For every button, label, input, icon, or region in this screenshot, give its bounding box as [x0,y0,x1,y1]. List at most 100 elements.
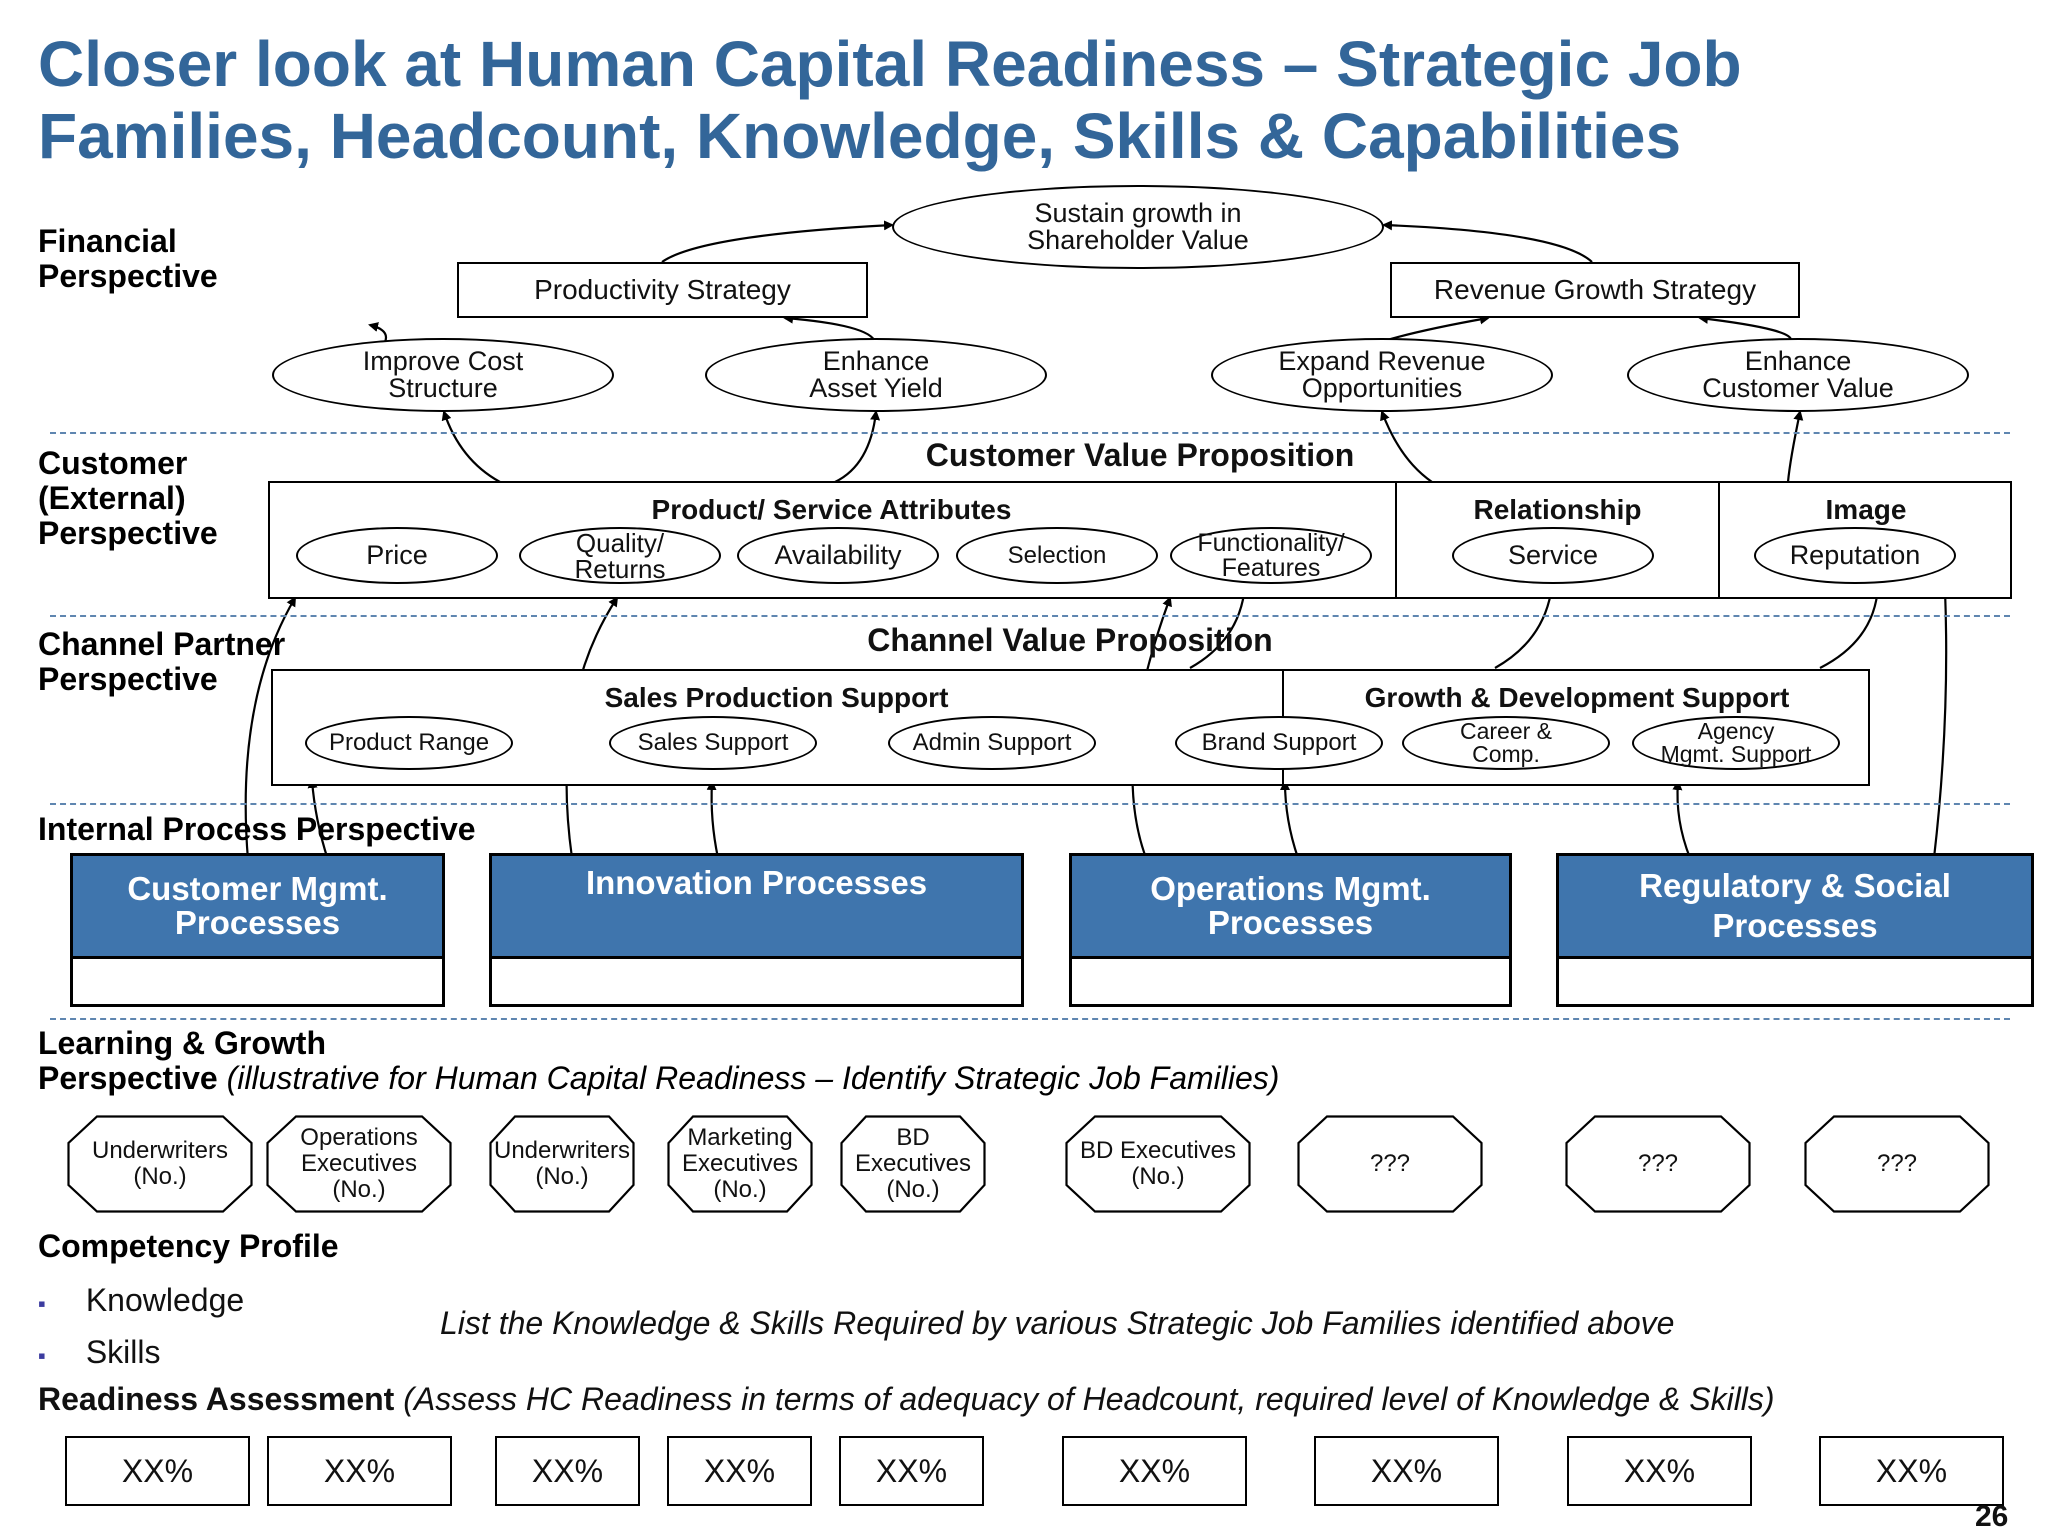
job-family-5: BD Executives (No.) [840,1115,986,1213]
competency-note: List the Knowledge & Skills Required by … [440,1305,1675,1341]
bullet-icon: ▪ [38,1343,46,1368]
readiness-value-4: XX% [667,1436,812,1506]
competency-knowledge-label: Knowledge [85,1282,245,1318]
job-family-label: Underwriters (No.) [493,1137,631,1190]
process-innovation: Innovation Processes [489,853,1024,1007]
job-family-label: Marketing Executives (No.) [681,1124,799,1203]
competency-item-knowledge: ▪ Knowledge [38,1276,244,1328]
job-family-2: Operations Executives (No.) [266,1115,452,1213]
process-customer-mgmt-label: Customer Mgmt. Processes [73,856,442,959]
channel-perspective-label: Channel Partner Perspective [38,626,286,697]
process-regulatory-social-label: Regulatory & Social Processes [1559,856,2031,959]
readiness-value-2: XX% [267,1436,452,1506]
job-family-label: Underwriters (No.) [91,1137,229,1190]
shareholder-value-goal: Sustain growth in Shareholder Value [892,185,1384,269]
attribute-selection: Selection [956,527,1158,584]
channel-product-range: Product Range [305,716,513,770]
image-header: Image [1825,494,1907,525]
customer-divider-1 [1395,481,1397,599]
divider-channel-internal [50,803,2010,805]
attribute-functionality-features: Functionality/ Features [1170,527,1372,584]
octagon-shape [67,1115,253,1213]
job-family-7: ??? [1297,1115,1483,1213]
job-family-4: Marketing Executives (No.) [667,1115,813,1213]
process-customer-mgmt: Customer Mgmt. Processes [70,853,445,1007]
channel-admin-support: Admin Support [888,716,1096,770]
revenue-growth-strategy-box: Revenue Growth Strategy [1390,262,1800,318]
readiness-assessment-heading: Readiness Assessment (Assess HC Readines… [38,1381,1775,1418]
learning-perspective-label: Learning & Growth Perspective (illustrat… [38,1026,1279,1096]
job-family-label: BD Executives (No.) [1079,1137,1237,1190]
product-service-attributes-header: Product/ Service Attributes [651,494,1012,525]
readiness-value-9: XX% [1819,1436,2004,1506]
learning-perspective-line2: Perspective (illustrative for Human Capi… [38,1061,1279,1096]
competency-profile-header: Competency Profile [38,1228,339,1264]
process-regulatory-social: Regulatory & Social Processes [1556,853,2034,1007]
customer-value-proposition-header: Customer Value Proposition [925,437,1355,473]
readiness-value-6: XX% [1062,1436,1247,1506]
process-operations-mgmt-label: Operations Mgmt. Processes [1072,856,1509,959]
job-family-3: Underwriters (No.) [489,1115,635,1213]
channel-value-proposition-header: Channel Value Proposition [867,622,1273,658]
octagon-shape [1297,1115,1483,1213]
sales-production-support-header: Sales Production Support [604,682,949,713]
competency-item-skills: ▪ Skills [38,1328,244,1380]
octagon-shape [266,1115,452,1213]
attribute-quality-returns: Quality/ Returns [519,527,721,584]
process-operations-mgmt: Operations Mgmt. Processes [1069,853,1512,1007]
job-family-label: ??? [1876,1150,1918,1177]
learning-perspective-bold: Perspective [38,1060,218,1096]
customer-perspective-label: Customer (External) Perspective [38,445,218,551]
octagon-shape [1065,1115,1251,1213]
readiness-value-3: XX% [495,1436,640,1506]
relationship-header: Relationship [1473,494,1642,525]
divider-customer-channel [50,615,2010,617]
channel-sales-support: Sales Support [609,716,817,770]
readiness-assessment-label: Readiness Assessment [38,1381,395,1417]
job-family-label: ??? [1637,1150,1679,1177]
octagon-shape [1565,1115,1751,1213]
readiness-assessment-note: (Assess HC Readiness in terms of adequac… [403,1381,1775,1417]
octagon-shape [840,1115,986,1213]
attribute-availability: Availability [737,527,939,584]
page-title: Closer look at Human Capital Readiness –… [38,28,1742,172]
job-family-1: Underwriters (No.) [67,1115,253,1213]
channel-agency-mgmt-support: Agency Mgmt. Support [1632,716,1840,770]
page-number: 26 [1975,1500,2009,1533]
readiness-value-7: XX% [1314,1436,1499,1506]
financial-perspective-label: Financial Perspective [38,223,218,294]
attribute-price: Price [296,527,498,584]
competency-skills-label: Skills [85,1334,161,1370]
divider-internal-learning [50,1018,2010,1020]
job-family-label: BD Executives (No.) [854,1124,972,1203]
competency-list: ▪ Knowledge ▪ Skills [38,1276,244,1380]
growth-development-support-header: Growth & Development Support [1364,682,1790,713]
job-family-8: ??? [1565,1115,1751,1213]
enhance-customer-value: Enhance Customer Value [1627,338,1969,412]
channel-brand-support: Brand Support [1175,716,1383,770]
octagon-shape [1804,1115,1990,1213]
readiness-value-1: XX% [65,1436,250,1506]
channel-career-comp: Career & Comp. [1402,716,1610,770]
expand-revenue-opportunities: Expand Revenue Opportunities [1211,338,1553,412]
enhance-asset-yield: Enhance Asset Yield [705,338,1047,412]
readiness-value-8: XX% [1567,1436,1752,1506]
customer-divider-2 [1718,481,1720,599]
image-reputation: Reputation [1754,527,1956,584]
readiness-value-5: XX% [839,1436,984,1506]
job-family-label: Operations Executives (No.) [300,1124,418,1203]
job-family-9: ??? [1804,1115,1990,1213]
learning-perspective-line1: Learning & Growth [38,1025,326,1061]
relationship-service: Service [1452,527,1654,584]
octagon-shape [489,1115,635,1213]
learning-perspective-note: (illustrative for Human Capital Readines… [226,1060,1280,1096]
bullet-icon: ▪ [38,1291,46,1316]
productivity-strategy-box: Productivity Strategy [457,262,868,318]
improve-cost-structure: Improve Cost Structure [272,338,614,412]
internal-perspective-label: Internal Process Perspective [38,811,476,847]
divider-financial-customer [50,432,2010,434]
job-family-label: ??? [1369,1150,1411,1177]
octagon-shape [667,1115,813,1213]
process-innovation-label: Innovation Processes [492,856,1021,959]
job-family-6: BD Executives (No.) [1065,1115,1251,1213]
